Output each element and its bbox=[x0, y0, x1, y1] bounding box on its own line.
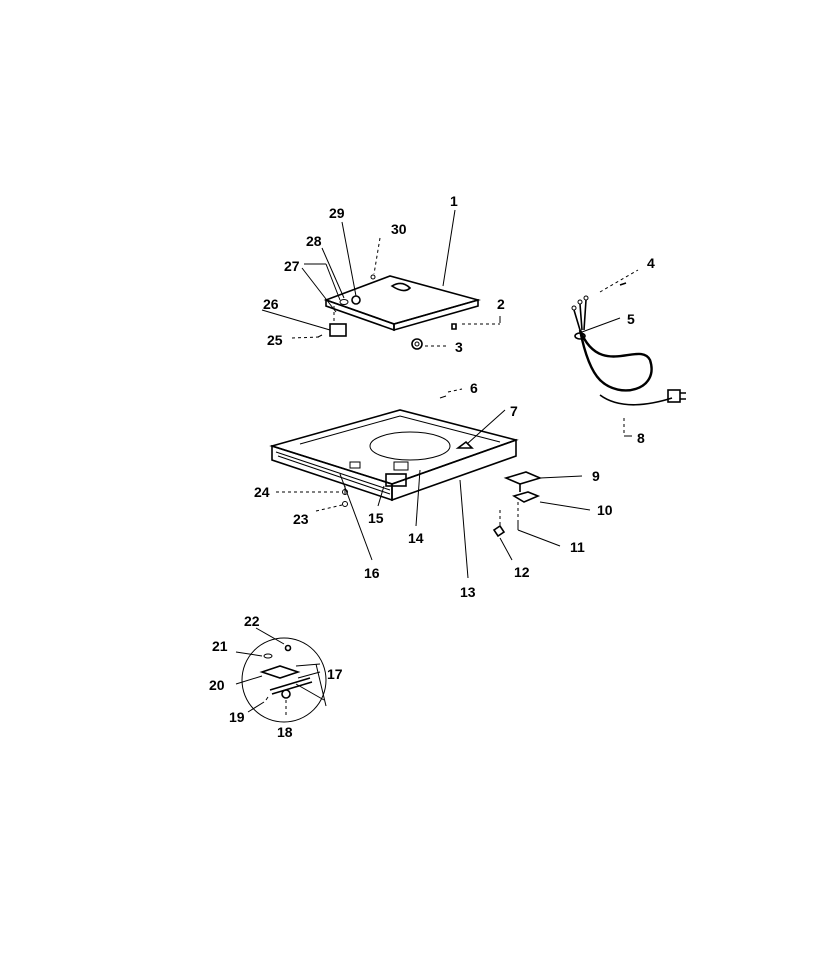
callout-8: 8 bbox=[637, 430, 645, 446]
callout-5: 5 bbox=[627, 311, 635, 327]
callout-14: 14 bbox=[408, 530, 424, 546]
callout-labels: 1 2 3 4 5 6 7 8 9 10 11 12 13 14 15 16 1… bbox=[209, 193, 655, 740]
callout-29: 29 bbox=[329, 205, 345, 221]
callout-2: 2 bbox=[497, 296, 505, 312]
callout-25: 25 bbox=[267, 332, 283, 348]
callout-21: 21 bbox=[212, 638, 228, 654]
callout-3: 3 bbox=[455, 339, 463, 355]
callout-12: 12 bbox=[514, 564, 530, 580]
callout-17: 17 bbox=[327, 666, 343, 682]
callout-24: 24 bbox=[254, 484, 270, 500]
callout-11: 11 bbox=[570, 539, 585, 555]
callout-9: 9 bbox=[592, 468, 600, 484]
callout-26: 26 bbox=[263, 296, 279, 312]
leader-lines bbox=[235, 209, 639, 713]
callout-23: 23 bbox=[293, 511, 309, 527]
callout-30: 30 bbox=[391, 221, 407, 237]
callout-27: 27 bbox=[284, 258, 300, 274]
callout-1: 1 bbox=[450, 193, 458, 209]
callout-7: 7 bbox=[510, 403, 518, 419]
callout-13: 13 bbox=[460, 584, 476, 600]
callout-6: 6 bbox=[470, 380, 478, 396]
detail-inset bbox=[241, 637, 327, 723]
hinge-brackets bbox=[492, 471, 543, 538]
top-cover-panel bbox=[323, 275, 481, 332]
callout-16: 16 bbox=[364, 565, 380, 581]
callout-22: 22 bbox=[244, 613, 260, 629]
callout-20: 20 bbox=[209, 677, 225, 693]
callout-15: 15 bbox=[368, 510, 384, 526]
power-cord bbox=[571, 282, 686, 406]
callout-4: 4 bbox=[647, 255, 655, 271]
callout-10: 10 bbox=[597, 502, 613, 518]
base-panel bbox=[269, 395, 519, 507]
callout-18: 18 bbox=[277, 724, 293, 740]
callout-19: 19 bbox=[229, 709, 245, 725]
callout-28: 28 bbox=[306, 233, 322, 249]
